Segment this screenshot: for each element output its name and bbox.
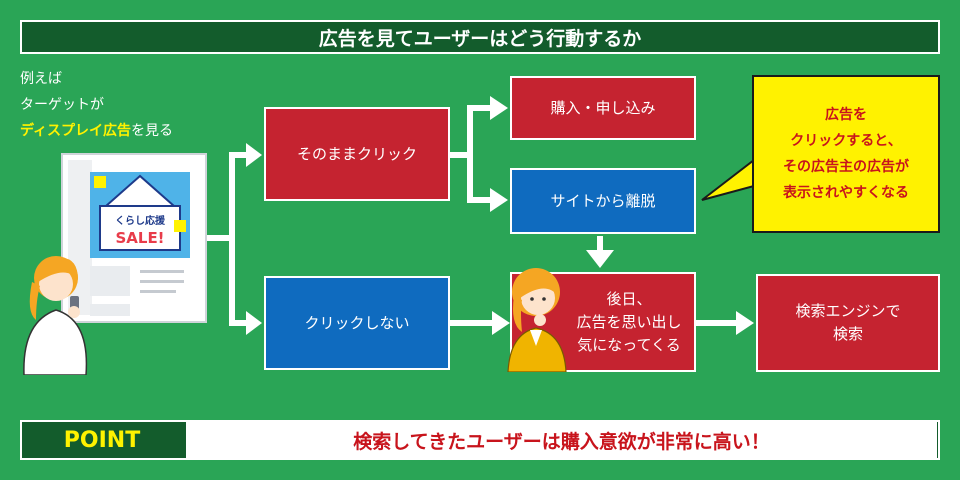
bubble-line-3: その広告主の広告が (783, 159, 909, 175)
arrow-to-noclick (229, 238, 248, 326)
node-later-line-1: 後日、 (606, 289, 652, 308)
page-title: 広告を見てユーザーはどう行動するか (20, 20, 940, 54)
arrowhead (490, 188, 508, 212)
intro-suffix: を見る (131, 123, 174, 139)
node-search-line-2: 検索 (832, 325, 863, 343)
arrowhead (246, 311, 262, 335)
intro-text: 例えば ターゲットが ディスプレイ広告を見る (20, 66, 173, 144)
bubble-line-2: クリックすると、 (790, 133, 902, 149)
ad-banner-text: くらし応援 (115, 214, 166, 227)
arrowhead (736, 311, 754, 335)
intro-line-3: ディスプレイ広告を見る (20, 118, 173, 144)
node-click-as-is: そのままクリック (264, 107, 450, 201)
node-search-line-1: 検索エンジンで (795, 302, 901, 320)
ad-illustration: くらし応援 SALE! (23, 153, 207, 375)
node-search-engine: 検索エンジンで 検索 (756, 274, 940, 372)
arrowhead (586, 250, 614, 268)
node-leave-site: サイトから離脱 (510, 168, 696, 234)
woman-with-phone-icon (23, 256, 88, 375)
callout-bubble: 広告を クリックすると、 その広告主の広告が 表示されやすくなる (752, 75, 940, 233)
arrow-to-leave (467, 155, 492, 203)
node-later-line-3: 気になってくる (577, 335, 681, 354)
arrowhead (246, 143, 262, 167)
point-label: POINT (63, 427, 141, 453)
bubble-tail (701, 160, 758, 201)
point-message: 検索してきたユーザーは購入意欲が非常に高い！ (186, 422, 937, 458)
arrow-to-purchase (448, 105, 492, 158)
bubble-line-4: 表示されやすくなる (783, 185, 909, 201)
intro-highlight: ディスプレイ広告 (20, 123, 132, 139)
intro-line-2: ターゲットが (20, 97, 104, 113)
node-no-click: クリックしない (264, 276, 450, 370)
arrow-to-click (205, 152, 248, 241)
node-later-line-2: 広告を思い出し (576, 312, 682, 331)
intro-line-1: 例えば (20, 71, 62, 87)
arrowhead (490, 96, 508, 120)
ad-banner-sale: SALE! (115, 229, 164, 247)
node-purchase: 購入・申し込み (510, 76, 696, 140)
arrowhead (492, 311, 510, 335)
bubble-line-1: 広告を (825, 107, 867, 123)
thinking-woman-icon (507, 268, 567, 372)
